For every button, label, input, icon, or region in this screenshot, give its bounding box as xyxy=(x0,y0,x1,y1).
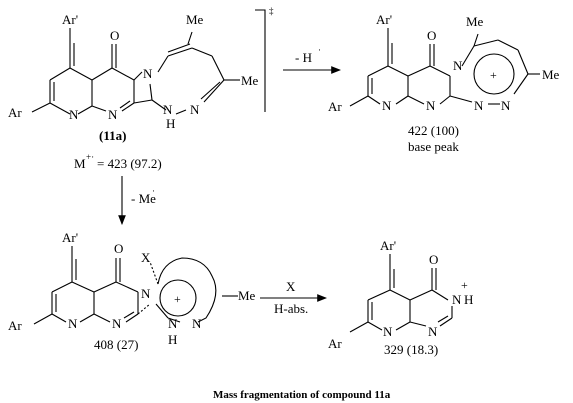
molecular-ion-label: M xyxy=(74,156,86,171)
bracket-mark: ‡ xyxy=(269,6,274,16)
oxo-label: O xyxy=(114,241,123,256)
mz-value: 408 (27) xyxy=(94,337,138,352)
compound-11a: Ar' O N Me Me Ar N N N N H (11a) M +· = … xyxy=(8,12,259,171)
arrow-label: - Me xyxy=(131,191,156,206)
n-atom: N xyxy=(382,98,392,113)
compound-422: Ar' O N Me Me + Ar N N N N 422 (100) bas… xyxy=(328,12,560,154)
methyl-label: Me xyxy=(542,67,560,82)
radical-cation-bracket: ‡ xyxy=(255,6,274,112)
arrow-label: H-abs. xyxy=(274,301,308,316)
ar-label: Ar xyxy=(8,318,22,333)
n-atom: N xyxy=(383,324,393,339)
nh-hydrogen-label: H xyxy=(464,292,473,307)
figure-caption: Mass fragmentation of compound 11a xyxy=(213,389,391,401)
n-atom: N xyxy=(452,292,462,307)
radical-dot: · xyxy=(318,45,321,55)
arrow-label: X xyxy=(286,279,296,294)
n-atom: N xyxy=(428,324,438,339)
mz-value: 422 (100) xyxy=(408,123,459,138)
radical-cation-mark: +· xyxy=(86,152,94,162)
radical-dot: · xyxy=(152,186,155,196)
methyl-label: Me xyxy=(466,14,484,29)
compound-422-bonds xyxy=(349,28,540,107)
compound-329-bonds xyxy=(349,254,453,333)
arrow-h-abstraction: X H-abs. xyxy=(260,279,328,316)
delocalized-ring xyxy=(473,53,515,95)
ar-prime-label: Ar' xyxy=(62,12,78,27)
base-peak-note: base peak xyxy=(408,139,459,154)
n-atom: N xyxy=(69,107,79,122)
n-atom: N xyxy=(112,316,122,331)
ar-prime-label: Ar' xyxy=(380,238,396,253)
plus-charge: + xyxy=(174,292,181,306)
n-atom: N xyxy=(192,316,202,331)
arrow-minus-me: - Me · xyxy=(118,176,156,226)
ar-label: Ar xyxy=(8,105,22,120)
compound-329: Ar' O N + H Ar N N 329 (18.3) xyxy=(328,238,473,357)
n-atom: N xyxy=(190,102,200,117)
n-atom: N xyxy=(426,98,436,113)
mz-value: = 423 (97.2) xyxy=(97,156,162,171)
n-atom: N xyxy=(141,286,151,301)
methyl-label: Me xyxy=(241,73,259,88)
n-atom: N xyxy=(68,316,78,331)
ar-prime-label: Ar' xyxy=(376,12,392,27)
methyl-label: Me xyxy=(186,12,204,27)
plus-charge: + xyxy=(461,278,468,292)
methyl-label: Me xyxy=(238,288,256,303)
plus-charge: + xyxy=(490,68,497,82)
compound-408-bonds xyxy=(33,246,238,325)
arrow-label: - H xyxy=(295,50,312,65)
ar-prime-label: Ar' xyxy=(62,230,78,245)
n-atom: N xyxy=(501,98,511,113)
n-atom: N xyxy=(168,316,178,331)
n-atom: N xyxy=(143,66,153,81)
ar-label: Ar xyxy=(328,336,342,351)
nh-hydrogen-label: H xyxy=(166,116,175,131)
compound-408: Ar' O X N + Me Ar N N N N H 408 (27) xyxy=(8,230,256,352)
arrow-minus-h: - H · xyxy=(283,45,342,74)
delocalized-ring xyxy=(159,279,197,317)
compound-11a-bonds xyxy=(31,28,240,115)
ar-label: Ar xyxy=(328,99,342,114)
oxo-label: O xyxy=(427,28,436,43)
n-atom: N xyxy=(474,98,484,113)
n-atom: N xyxy=(108,107,118,122)
n-atom: N xyxy=(453,58,463,73)
nh-hydrogen-label: H xyxy=(168,332,177,347)
mz-value: 329 (18.3) xyxy=(384,342,438,357)
oxo-label: O xyxy=(110,28,119,43)
x-label: X xyxy=(141,250,151,265)
n-atom: N xyxy=(163,102,173,117)
oxo-label: O xyxy=(429,252,438,267)
compound-label: (11a) xyxy=(99,128,126,143)
